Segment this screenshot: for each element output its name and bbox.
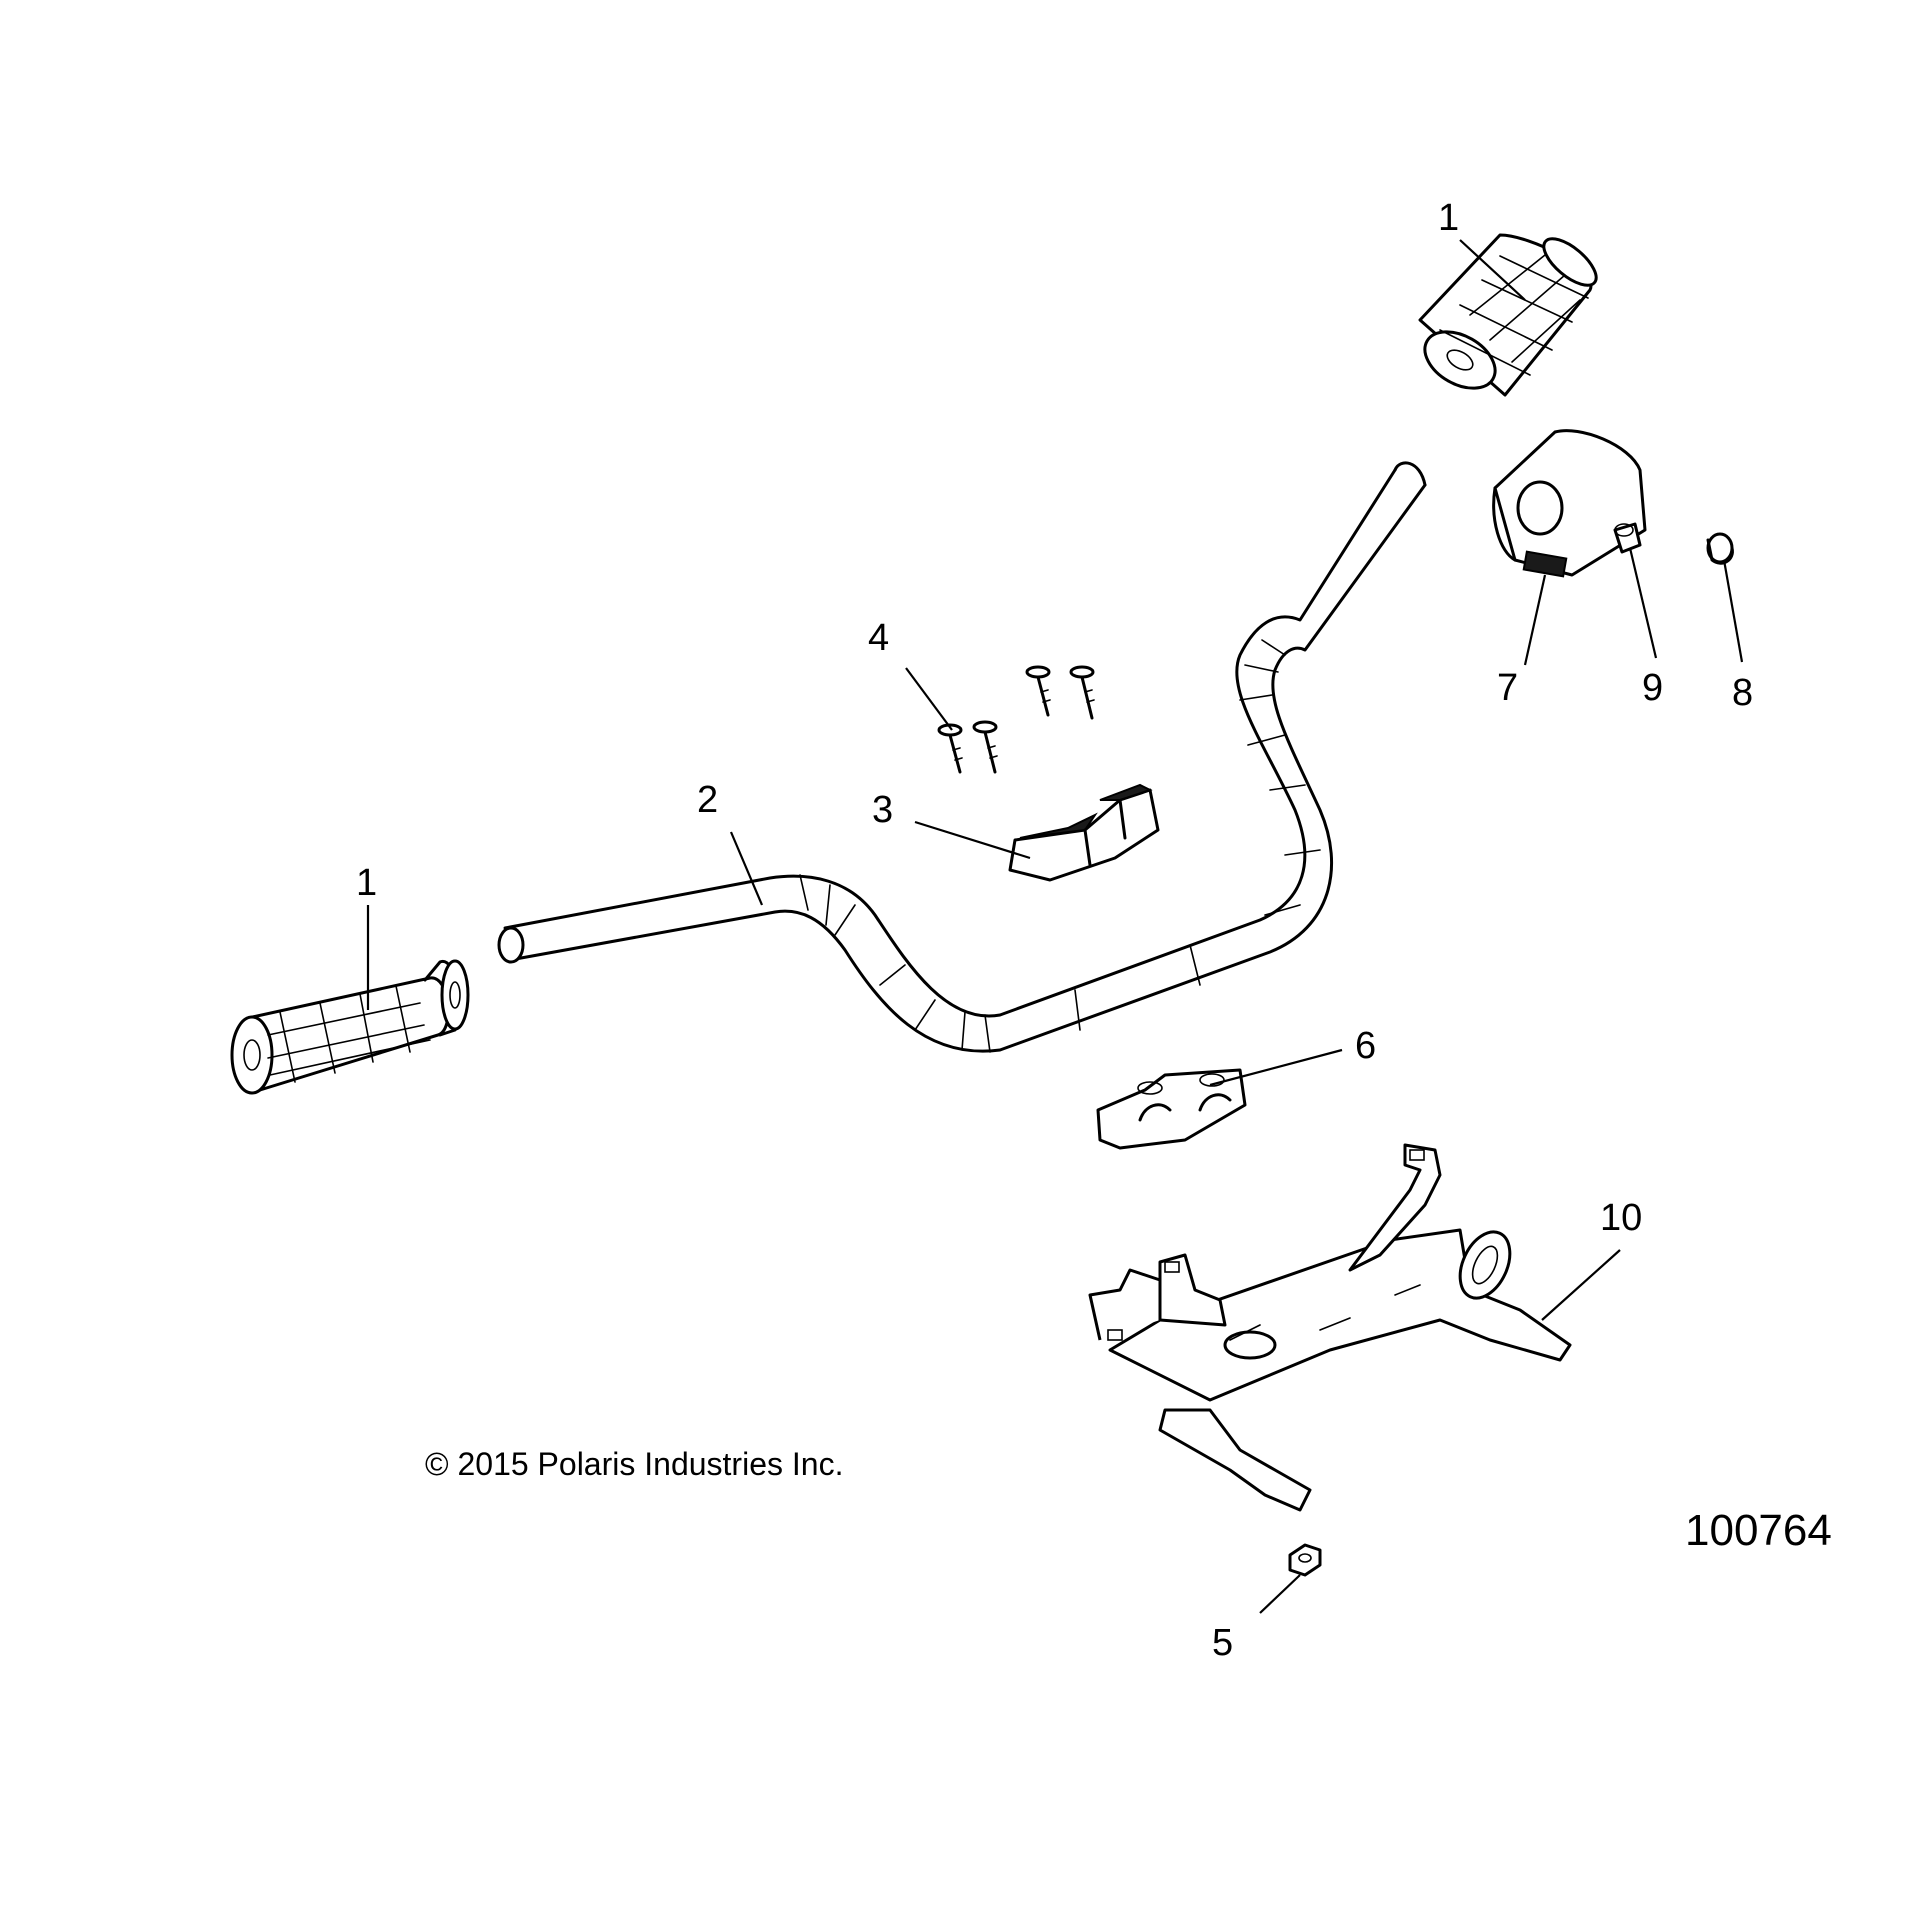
nut	[1288, 1543, 1322, 1577]
upper-clamp	[1008, 783, 1160, 882]
lower-clamp	[1096, 1068, 1247, 1150]
callout-1-left-grip: 1	[356, 862, 377, 904]
callout-1-right-grip: 1	[1438, 197, 1459, 239]
callout-6-lower-clamp: 6	[1355, 1025, 1376, 1067]
cap	[1706, 532, 1734, 565]
callout-9-screw: 9	[1642, 667, 1663, 709]
leader-lines	[366, 239, 1744, 1614]
throttle-housing	[1492, 429, 1647, 578]
callout-4-bolts: 4	[868, 617, 889, 659]
callout-3-upper-clamp: 3	[872, 789, 893, 831]
left-grip	[230, 959, 470, 1095]
callout-2-handlebar: 2	[697, 779, 718, 821]
callout-5-nut: 5	[1212, 1622, 1233, 1664]
diagram-part-number: 100764	[1685, 1506, 1832, 1555]
handlebar	[497, 461, 1427, 1053]
callout-8-cap: 8	[1732, 672, 1753, 714]
callout-10-bracket: 10	[1600, 1197, 1642, 1239]
copyright-text: © 2015 Polaris Industries Inc.	[425, 1446, 843, 1482]
callout-7-throttle-housing: 7	[1497, 667, 1518, 709]
callout-labels: 1 1 2 3 4 5 6 7 8 9 10	[356, 197, 1753, 1664]
bracket	[1088, 1143, 1572, 1512]
right-grip	[1418, 233, 1598, 397]
bolts	[937, 665, 1095, 774]
screw	[1613, 522, 1642, 554]
